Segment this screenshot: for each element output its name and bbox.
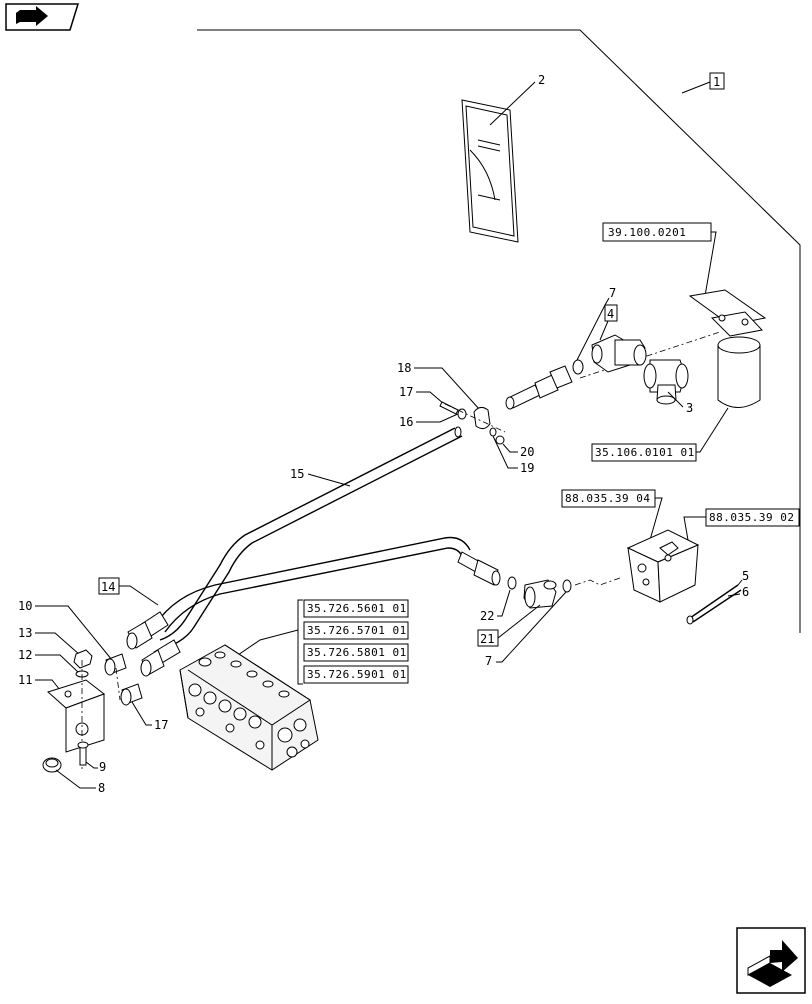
- callout-6[interactable]: 6: [742, 585, 749, 599]
- callout-10[interactable]: 10: [18, 599, 32, 613]
- ref-box-filter-bracket[interactable]: 39.100.0201: [602, 222, 712, 242]
- callout-19[interactable]: 19: [520, 461, 534, 475]
- hose-left-fitting-upper[interactable]: [126, 611, 169, 650]
- boxed-callout-14[interactable]: 14: [98, 577, 120, 595]
- callout-13[interactable]: 13: [18, 626, 32, 640]
- protective-cap-8[interactable]: [42, 757, 62, 773]
- callout-label: 1: [713, 75, 720, 89]
- callout-15[interactable]: 15: [290, 467, 304, 481]
- nut-13[interactable]: [73, 649, 93, 669]
- ref-code: 35.726.5701 01: [307, 624, 407, 637]
- instruction-manual[interactable]: [461, 99, 519, 243]
- hose-end-fitting[interactable]: [457, 551, 501, 586]
- callout-16[interactable]: 16: [399, 415, 413, 429]
- callout-17-top[interactable]: 17: [399, 385, 413, 399]
- clamp-bolt[interactable]: [439, 401, 467, 420]
- o-ring-22[interactable]: [507, 576, 517, 590]
- callout-label: 21: [480, 632, 494, 646]
- previous-page-arrow-icon[interactable]: [5, 3, 80, 31]
- ref-code: 35.726.5901 01: [307, 668, 407, 681]
- tee-fitting[interactable]: [643, 359, 689, 405]
- o-ring-7-lower[interactable]: [562, 579, 572, 593]
- control-valve-stack[interactable]: [179, 644, 319, 771]
- boxed-callout-4[interactable]: 4: [604, 304, 618, 322]
- callout-9[interactable]: 9: [99, 760, 106, 774]
- elbow-fitting-21[interactable]: [523, 579, 557, 609]
- adapter-fitting-10[interactable]: [104, 653, 127, 676]
- ref-code: 39.100.0201: [608, 226, 686, 239]
- group-callout-1[interactable]: 1: [709, 72, 725, 90]
- callout-17-bottom[interactable]: 17: [154, 718, 168, 732]
- callout-11[interactable]: 11: [18, 673, 32, 687]
- ref-box-valve-right[interactable]: 88.035.39 02: [705, 508, 800, 527]
- boxed-callout-21[interactable]: 21: [477, 629, 499, 647]
- ref-box-control-valve-4[interactable]: 35.726.5901 01: [303, 665, 409, 684]
- next-page-arrow-icon[interactable]: [736, 927, 806, 994]
- hose-clamp[interactable]: [473, 406, 491, 430]
- callout-label: 14: [101, 580, 115, 594]
- bolt-9[interactable]: [77, 741, 89, 766]
- sensor-cable[interactable]: [686, 584, 742, 625]
- callout-20[interactable]: 20: [520, 445, 534, 459]
- ref-box-valve-left[interactable]: 88.035.39 04: [561, 489, 656, 508]
- callout-3[interactable]: 3: [686, 401, 693, 415]
- hose-left-fitting-lower[interactable]: [140, 639, 181, 677]
- callout-2[interactable]: 2: [538, 73, 545, 87]
- group-boundary-line: [197, 29, 801, 633]
- ref-code: 88.035.39 02: [709, 511, 794, 524]
- filter-cartridge[interactable]: [717, 336, 761, 408]
- ref-code: 88.035.39 04: [565, 492, 650, 505]
- o-ring-top[interactable]: [572, 359, 584, 375]
- quick-coupler[interactable]: [505, 365, 573, 410]
- clamp-nut[interactable]: [495, 435, 505, 445]
- callout-5[interactable]: 5: [742, 569, 749, 583]
- adapter-fitting-17[interactable]: [120, 683, 143, 706]
- callout-7-lower[interactable]: 7: [485, 654, 492, 668]
- ref-code: 35.726.5801 01: [307, 646, 407, 659]
- elbow-fitting[interactable]: [591, 334, 647, 373]
- hydraulic-hose-14[interactable]: [154, 536, 471, 633]
- callout-label: 4: [607, 307, 614, 321]
- callout-7-top[interactable]: 7: [609, 286, 616, 300]
- callout-8[interactable]: 8: [98, 781, 105, 795]
- filter-bracket[interactable]: [688, 289, 767, 337]
- clamp-washer[interactable]: [489, 427, 497, 437]
- callout-22[interactable]: 22: [480, 609, 494, 623]
- ref-box-control-valve-2[interactable]: 35.726.5701 01: [303, 621, 409, 640]
- callout-12[interactable]: 12: [18, 648, 32, 662]
- valve-block[interactable]: [626, 529, 700, 603]
- mounting-bracket[interactable]: [47, 679, 106, 753]
- ref-box-control-valve-1[interactable]: 35.726.5601 01: [303, 599, 409, 618]
- ref-box-control-valve-3[interactable]: 35.726.5801 01: [303, 643, 409, 662]
- ref-code: 35.726.5601 01: [307, 602, 407, 615]
- ref-box-filter[interactable]: 35.106.0101 01: [591, 443, 697, 462]
- callout-18[interactable]: 18: [397, 361, 411, 375]
- ref-code: 35.106.0101 01: [595, 446, 695, 459]
- hydraulic-hose-15[interactable]: [159, 426, 463, 649]
